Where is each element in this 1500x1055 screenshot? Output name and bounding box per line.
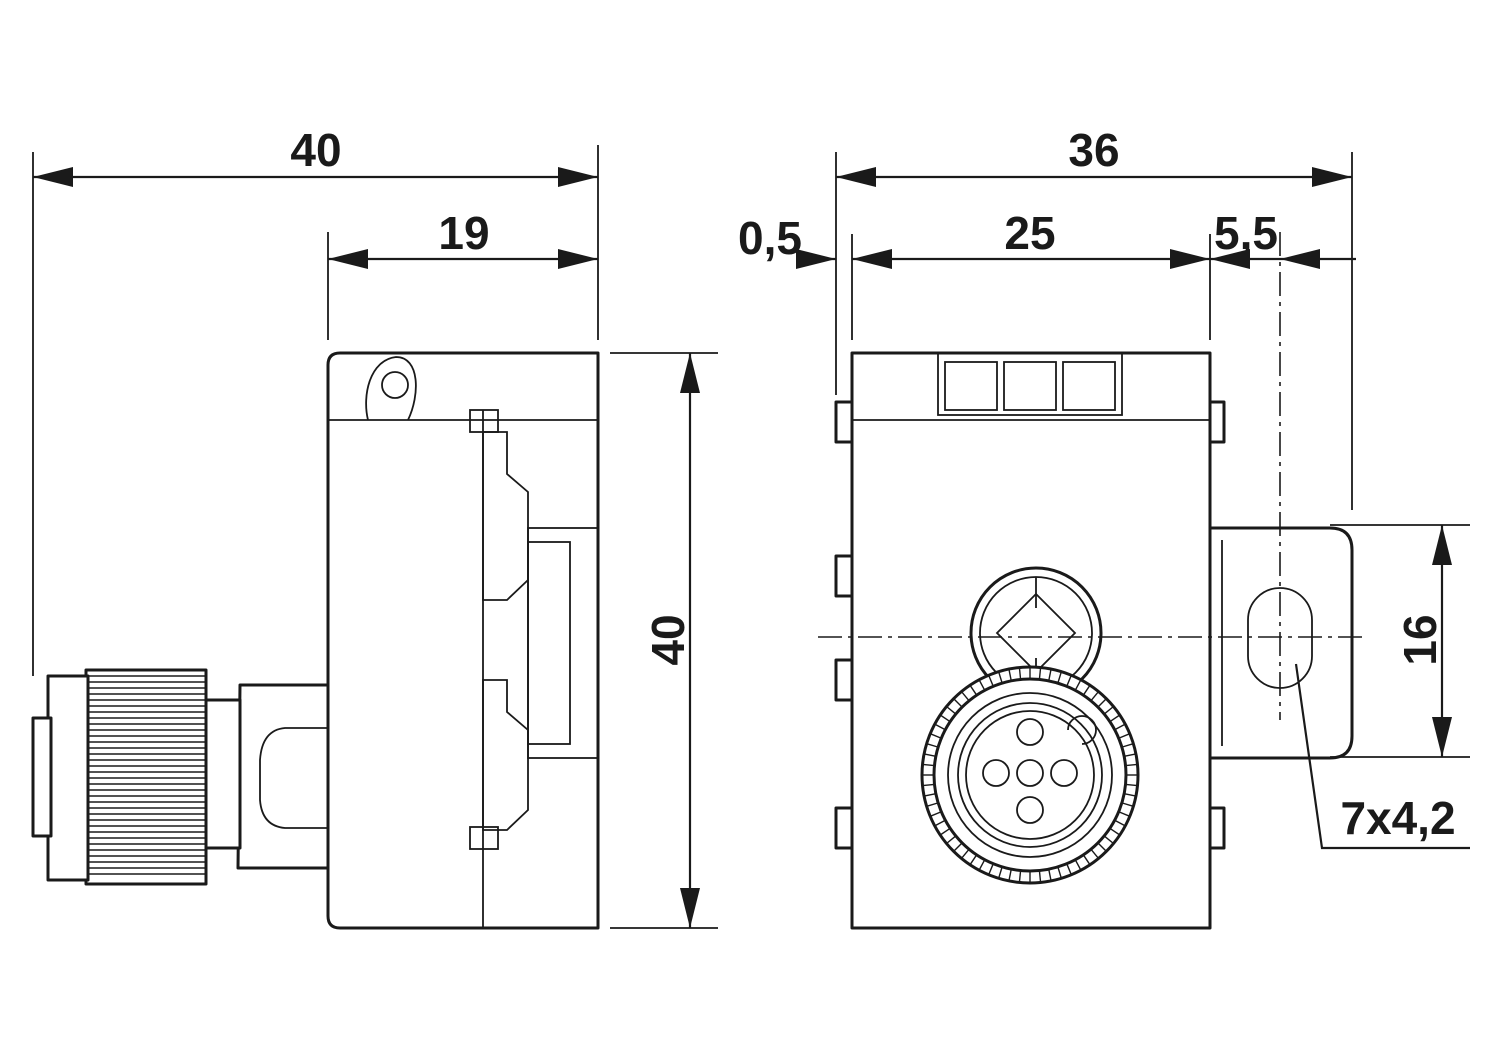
- dim-front-slot: 7x4,2: [1340, 792, 1455, 844]
- connector-tooth: [1121, 742, 1134, 748]
- connector-tooth: [1008, 869, 1012, 882]
- front-flange: [1208, 526, 1354, 760]
- indicator-window-3: [1062, 361, 1116, 411]
- connector-tooth: [1109, 714, 1121, 723]
- connector-plug: [46, 674, 90, 882]
- connector-tooth: [946, 835, 957, 845]
- connector-tooth: [1057, 866, 1063, 879]
- connector-tooth: [1048, 869, 1052, 882]
- front-view: [818, 232, 1366, 930]
- connector-tooth: [1109, 827, 1121, 836]
- knurled-nut: [84, 668, 208, 886]
- connector-tooth: [926, 742, 939, 748]
- connector-tooth: [1114, 723, 1126, 731]
- connector-tooth: [1038, 870, 1042, 883]
- connector-tooth: [953, 698, 963, 708]
- connector-tooth: [997, 866, 1003, 879]
- m12-connector: [920, 665, 1140, 885]
- connector-tooth: [1124, 793, 1137, 797]
- connector-tooth: [978, 859, 986, 871]
- connector-tooth: [997, 671, 1003, 684]
- connector-tooth: [934, 723, 946, 731]
- connector-tooth: [1066, 674, 1072, 687]
- knurl-ribs: [86, 675, 206, 875]
- dim-side-body-width: 19: [438, 207, 489, 259]
- connector-tooth: [922, 763, 935, 767]
- dim-front-flange-height: 16: [1394, 614, 1446, 665]
- connector-tooth: [939, 714, 951, 723]
- dim-front-offset: 0,5: [738, 212, 802, 264]
- pin-bottom: [1016, 796, 1044, 824]
- connector-tooth: [929, 733, 942, 739]
- pin-top: [1016, 718, 1044, 746]
- pin-right: [1050, 759, 1078, 787]
- connector-tooth: [929, 811, 942, 817]
- pin-center: [1016, 759, 1044, 787]
- connector-tooth: [978, 679, 986, 691]
- side-view: [31, 351, 600, 930]
- connector-tooth: [926, 802, 939, 808]
- front-dimensions: 36 0,5 25 5,5 16 7x4,2: [738, 124, 1470, 850]
- connector-tooth: [1103, 705, 1114, 715]
- side-housing: [326, 351, 600, 930]
- connector-tooth: [1057, 671, 1063, 684]
- connector-tooth: [923, 793, 936, 797]
- connector-tooth: [1074, 859, 1082, 871]
- connector-teeth: [922, 667, 1138, 883]
- connector-tooth: [939, 827, 951, 836]
- connector-tooth: [1008, 668, 1012, 681]
- side-dimensions: 40 19 40: [32, 124, 718, 929]
- indicator-window-2: [1003, 361, 1057, 411]
- connector-tooth: [1066, 863, 1072, 876]
- cable-outlet: [236, 683, 330, 870]
- indicator-window-1: [944, 361, 998, 411]
- connector-tooth: [1114, 819, 1126, 827]
- connector-tooth: [969, 854, 978, 866]
- connector-tooth: [1103, 835, 1114, 845]
- connector-tooth: [1082, 684, 1091, 696]
- connector-tooth: [960, 848, 970, 859]
- connector-tooth: [953, 842, 963, 852]
- connector-tooth: [1038, 667, 1042, 680]
- connector-tooth: [1097, 842, 1107, 852]
- connector-tooth: [1018, 667, 1022, 680]
- connector-tooth: [988, 674, 994, 687]
- connector-stub: [202, 698, 242, 850]
- dim-front-flange-offset: 5,5: [1214, 207, 1278, 259]
- dim-front-total-width: 36: [1068, 124, 1119, 176]
- mounting-hole: [381, 371, 409, 399]
- connector-tooth: [1048, 668, 1052, 681]
- connector-tooth: [1121, 802, 1134, 808]
- connector-tooth: [969, 684, 978, 696]
- connector-tooth: [988, 863, 994, 876]
- connector-tooth: [1090, 848, 1100, 859]
- dim-side-total-width: 40: [290, 124, 341, 176]
- connector-tooth: [922, 783, 935, 787]
- connector-tooth: [1018, 870, 1022, 883]
- connector-tooth: [923, 753, 936, 757]
- dim-front-body-width: 25: [1004, 207, 1055, 259]
- connector-tooth: [1118, 733, 1131, 739]
- dim-side-height: 40: [642, 614, 694, 665]
- connector-tooth: [1124, 753, 1137, 757]
- connector-tooth: [960, 691, 970, 702]
- connector-tooth: [1074, 679, 1082, 691]
- slot-leader: [1294, 663, 1470, 850]
- connector-tooth: [1125, 783, 1138, 787]
- connector-tooth: [934, 819, 946, 827]
- connector-tooth: [946, 705, 957, 715]
- connector-tooth: [1118, 811, 1131, 817]
- connector-tooth: [1082, 854, 1091, 866]
- connector-tooth: [1097, 698, 1107, 708]
- pin-left: [982, 759, 1010, 787]
- connector-tooth: [1090, 691, 1100, 702]
- connector-tooth: [1125, 763, 1138, 767]
